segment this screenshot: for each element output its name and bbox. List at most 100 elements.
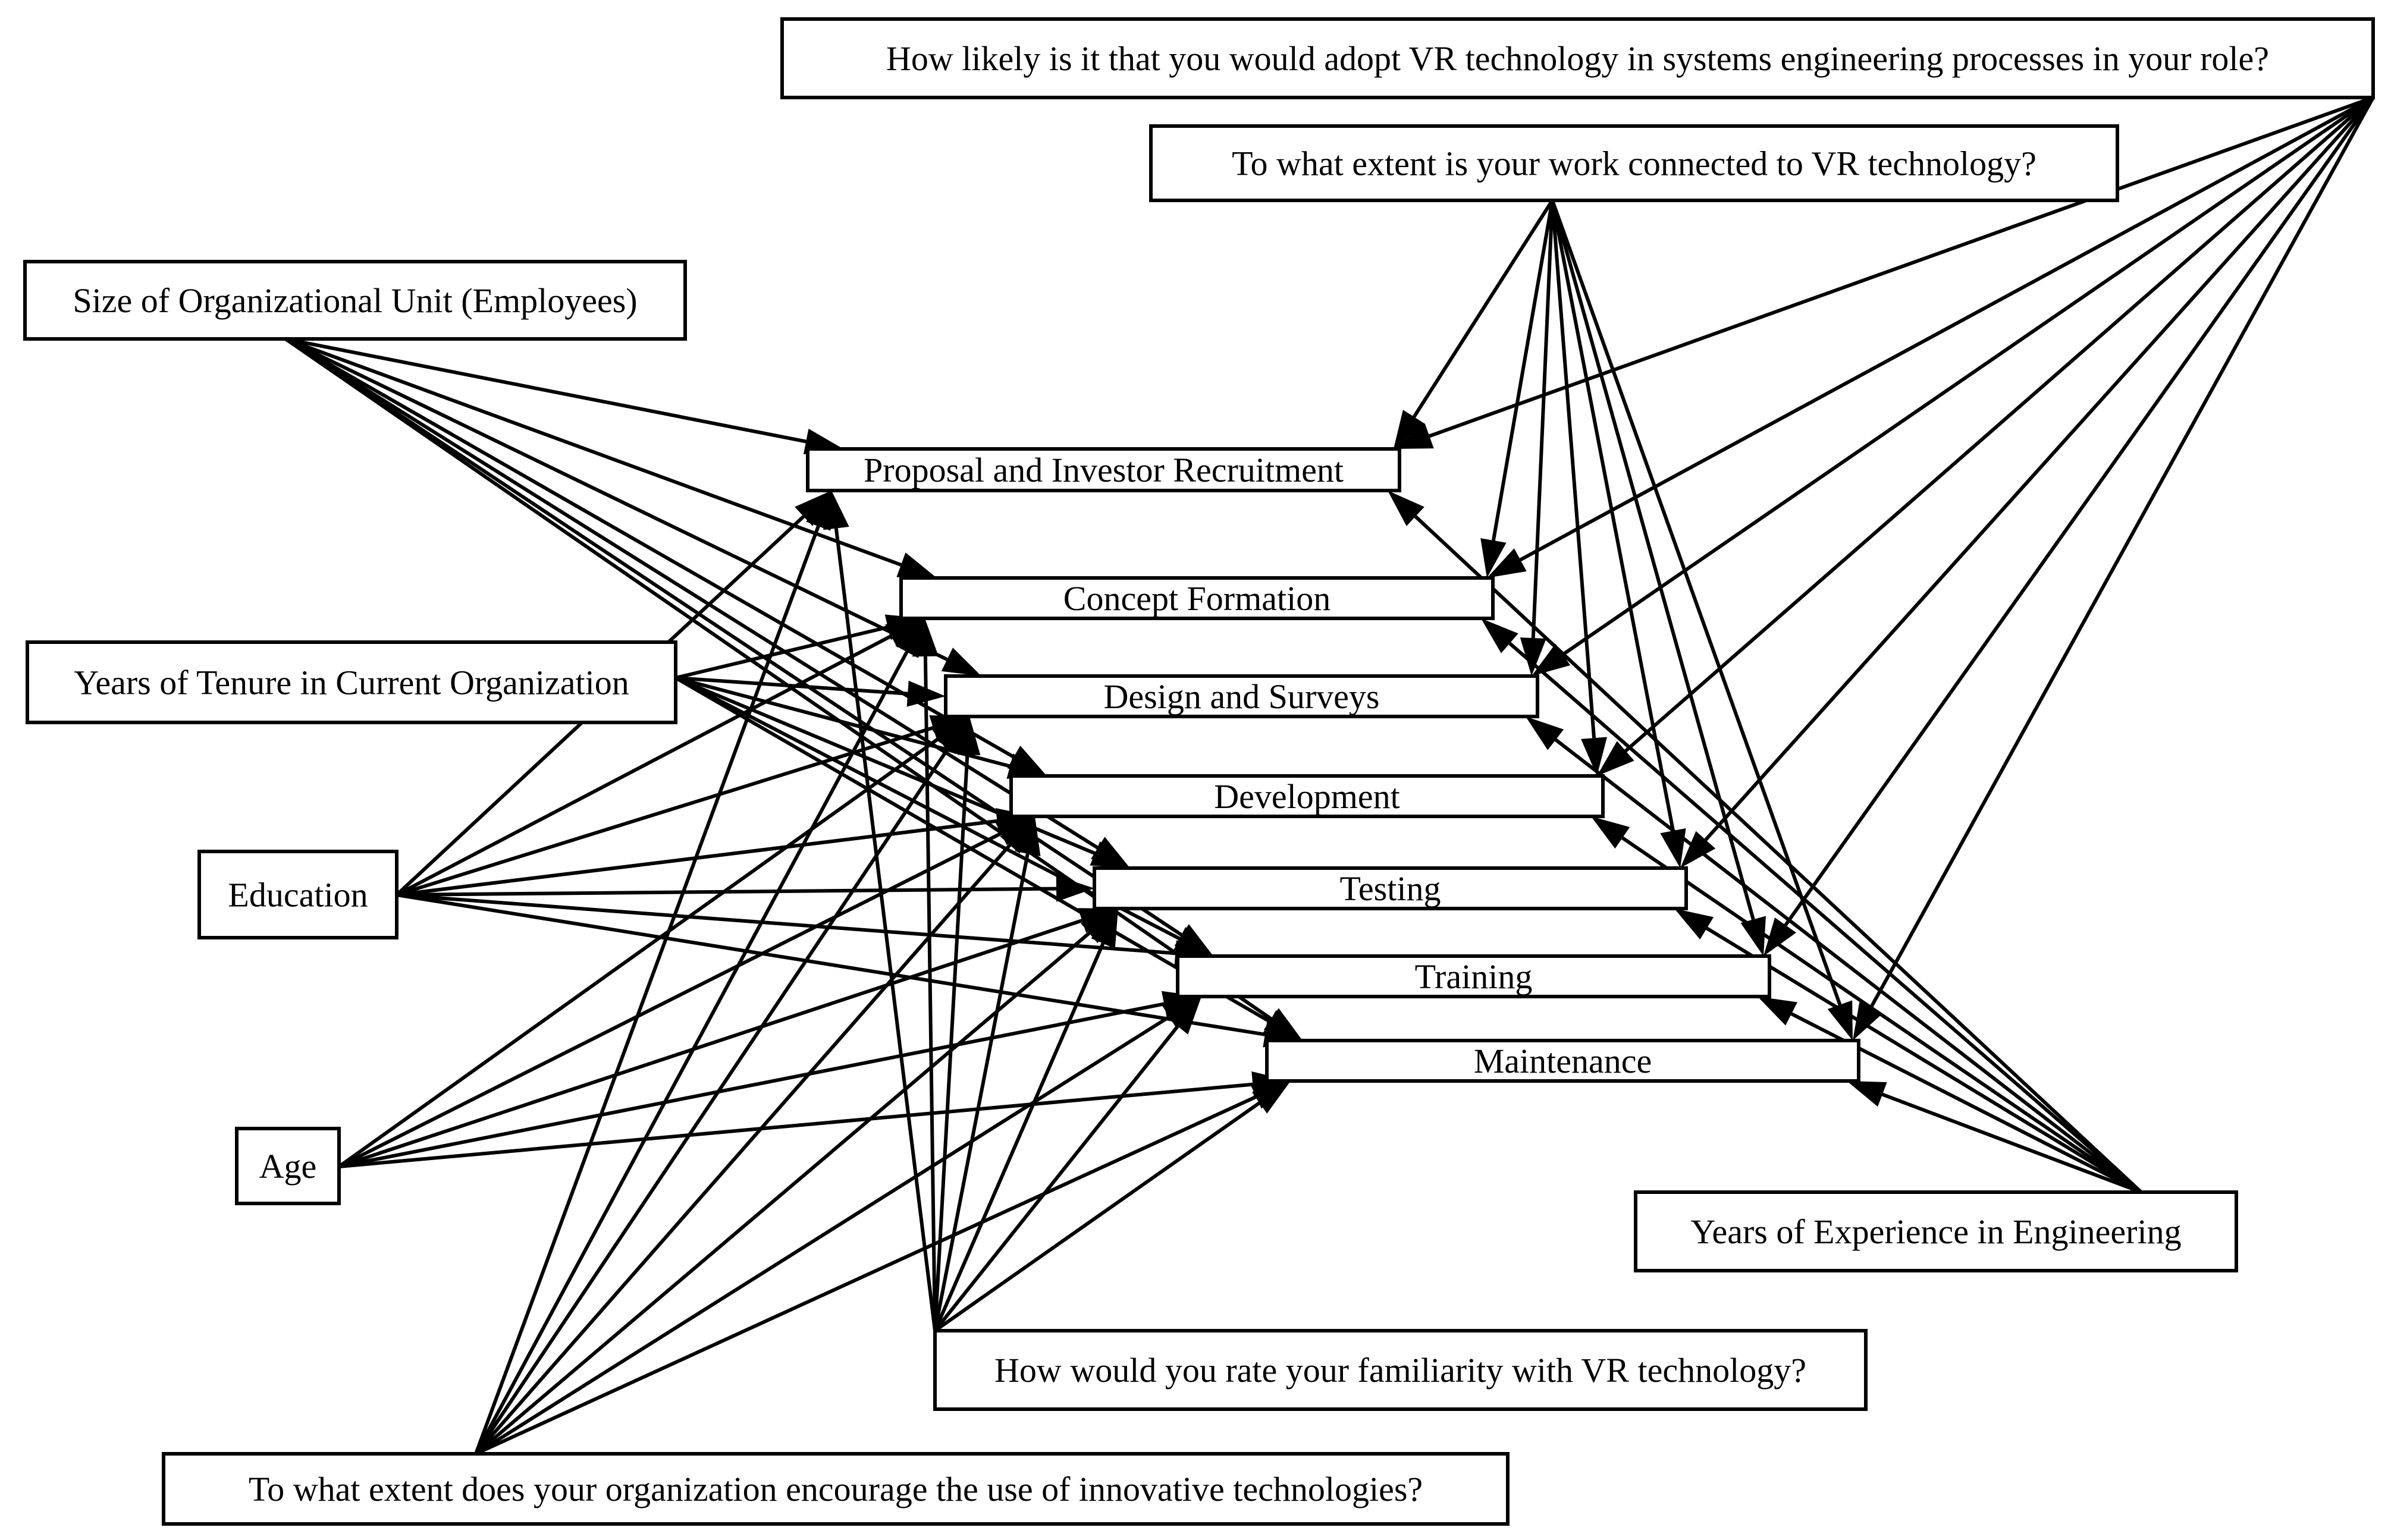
edge-line (933, 942, 1105, 1332)
edge-line (1784, 96, 2375, 926)
edge-experience-to-concept (1481, 618, 2142, 1194)
arrowhead (895, 618, 925, 658)
arrowhead (1660, 828, 1686, 868)
arrowhead (1487, 548, 1527, 578)
edge-line (284, 337, 948, 661)
edge-line (396, 726, 934, 897)
node-testing: Testing (1093, 866, 1688, 910)
edge-line (1551, 199, 1842, 1005)
node-org-size: Size of Organizational Unit (Employees) (23, 260, 687, 341)
edge-line (284, 337, 1015, 759)
arrowhead (1394, 410, 1425, 449)
edge-line (474, 650, 909, 1455)
arrowhead (1758, 997, 1798, 1026)
edge-innovation-to-design (474, 716, 969, 1455)
node-education: Education (197, 850, 398, 939)
node-label: How would you rate your familiarity with… (994, 1351, 1806, 1390)
edge-experience-to-proposal (1388, 491, 2143, 1194)
edge-line (284, 337, 1099, 850)
node-box (1176, 954, 1771, 998)
edge-experience-to-development (1591, 816, 2142, 1194)
edge-adopt_vr-to-development (1597, 96, 2374, 776)
arrowhead (1480, 538, 1507, 578)
edge-innovation-to-training (475, 997, 1201, 1456)
edge-age-to-design (338, 716, 969, 1168)
edge-line (474, 747, 950, 1455)
arrowhead (1847, 1081, 1887, 1107)
node-work-connected: To what extent is your work connected to… (1149, 124, 2119, 202)
edge-line (338, 737, 940, 1168)
node-label: Design and Surveys (1104, 677, 1380, 716)
node-label: To what extent does your organization en… (249, 1470, 1423, 1508)
edge-education-to-maintenance (396, 893, 1303, 1048)
edge-education-to-concept (396, 618, 925, 897)
edge-work_connected-to-design (1520, 200, 1554, 676)
arrowhead (795, 491, 831, 526)
arrowhead (1591, 816, 1630, 849)
edge-education-to-development (396, 807, 1035, 897)
node-adopt-vr: How likely is it that you would adopt VR… (780, 17, 2375, 99)
edge-line (475, 932, 1091, 1456)
arrowhead (1080, 909, 1118, 944)
node-box (1265, 1039, 1860, 1083)
node-box (944, 674, 1539, 718)
node-box (806, 447, 1401, 492)
edge-line (675, 676, 908, 696)
node-box (235, 1127, 341, 1205)
edge-line (1624, 96, 2374, 753)
edge-line (475, 1095, 1257, 1456)
arrowhead (1056, 875, 1094, 902)
edge-line (933, 853, 1030, 1331)
edge-line (284, 337, 902, 567)
node-box (197, 850, 398, 939)
edge-line (474, 844, 1012, 1455)
edge-line (338, 919, 1083, 1168)
node-box (933, 1329, 1868, 1411)
edge-line (474, 526, 820, 1455)
edge-line (1508, 642, 2142, 1194)
arrowhead (1090, 841, 1130, 868)
node-label: Maintenance (1474, 1042, 1652, 1080)
edge-work_connected-to-testing (1551, 200, 1686, 868)
arrowhead (1827, 1000, 1853, 1041)
edge-line (1704, 96, 2375, 841)
edge-adopt_vr-to-training (1763, 96, 2375, 956)
edge-line (923, 656, 937, 1331)
edge-line (1562, 96, 2374, 656)
node-training: Training (1176, 954, 1771, 998)
node-label: To what extent is your work connected to… (1232, 144, 2036, 183)
edge-line (1551, 200, 1596, 738)
arrowhead (1581, 737, 1607, 776)
node-box (1009, 774, 1605, 818)
edge-line (475, 1015, 1171, 1456)
edge-work_connected-to-concept (1480, 200, 1554, 578)
node-concept: Concept Formation (899, 576, 1495, 620)
edge-experience-to-maintenance (1847, 1081, 2142, 1194)
node-maintenance: Maintenance (1265, 1039, 1860, 1083)
edge-line (338, 832, 1002, 1168)
edge-line (934, 1101, 1261, 1332)
node-label: Years of Tenure in Current Organization (74, 664, 629, 702)
edge-line (1531, 200, 1554, 639)
node-label: Proposal and Investor Recruitment (864, 451, 1344, 489)
edge-line (1519, 96, 2374, 562)
node-age: Age (235, 1127, 341, 1205)
node-box (780, 17, 2375, 99)
node-label: Development (1214, 777, 1399, 816)
edge-line (396, 893, 1176, 956)
arrowhead (896, 552, 937, 578)
arrowhead (1388, 491, 1424, 526)
edge-line (338, 1082, 1253, 1168)
edge-line (834, 528, 937, 1331)
node-label: Testing (1340, 869, 1441, 908)
edge-education-to-design (396, 715, 969, 897)
arrowhead (1481, 618, 1518, 653)
edge-org_size-to-design (284, 337, 981, 676)
arrowhead (1520, 637, 1546, 676)
edge-innovation-to-testing (475, 909, 1118, 1456)
edge-innovation-to-development (474, 816, 1035, 1455)
edge-line (1706, 926, 2142, 1194)
arrowhead (1526, 716, 1564, 750)
arrowhead (1000, 816, 1035, 854)
